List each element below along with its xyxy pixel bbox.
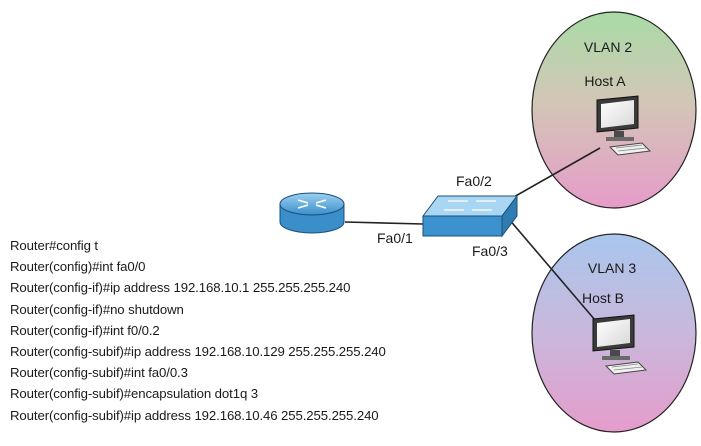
link-switch-host-a [504,147,601,203]
port-label-fa0-3: Fa0/3 [472,243,508,259]
vlan-3-label: VLAN 3 [588,260,636,276]
config-line: Router(config-if)#no shutdown [10,301,184,317]
host-a-label: Host A [584,73,626,89]
host-a-computer-icon [596,95,652,156]
host-b-label: Host B [582,290,624,306]
host-b-computer-icon [592,314,648,375]
config-line: Router(config)#int fa0/0 [10,259,146,275]
vlan-2-label: VLAN 2 [584,39,632,55]
config-line: Router(config-subif)#int fa0/0.3 [10,365,188,381]
config-line: Router(config-subif)#ip address 192.168.… [10,407,379,423]
config-line: Router#config t [10,238,98,253]
config-line: Router(config-if)#int f0/0.2 [10,322,160,338]
config-line: Router(config-subif)#encapsulation dot1q… [10,386,258,402]
link-switch-host-b [507,217,596,321]
config-line: Router(config-if)#ip address 192.168.10.… [10,280,351,296]
port-label-fa0-2: Fa0/2 [456,173,492,189]
switch-icon [422,194,518,238]
router-icon [279,192,345,234]
port-label-fa0-1: Fa0/1 [377,230,413,246]
link-router-switch [344,221,424,225]
links [344,147,601,321]
config-line: Router(config-subif)#ip address 192.168.… [10,344,386,360]
